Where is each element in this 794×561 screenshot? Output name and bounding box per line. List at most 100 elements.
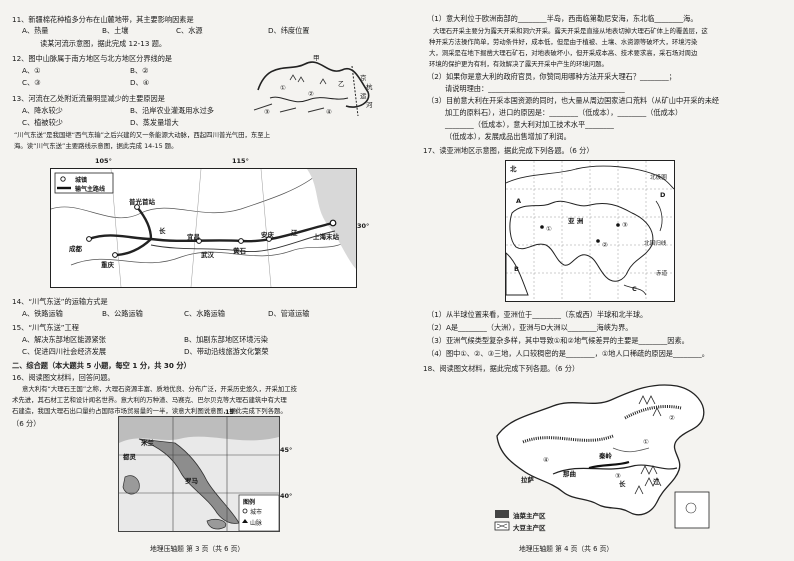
river-label-mountain-2: ② xyxy=(308,90,314,98)
q15-option-b: B、加剧东部地区环境污染 xyxy=(184,335,268,344)
river-char-chang: 长 xyxy=(159,227,166,235)
river-label-yi: 乙 xyxy=(338,80,345,88)
asia-label-d: D xyxy=(660,191,666,199)
italy-legend-mountain: 山脉 xyxy=(250,520,263,527)
page-3-footer: 地理压轴题 第 3 页（共 6 页） xyxy=(150,545,245,553)
china-region-2: ② xyxy=(669,414,675,422)
china-city-naqu: 那曲 xyxy=(563,470,576,478)
italy-legend-city: 城市 xyxy=(250,509,263,516)
legend-gas-line: 输气主路线 xyxy=(75,186,106,193)
q13-option-c: C、植被较少 xyxy=(22,118,63,127)
q17-part-4: （4）图中①、②、③三地，人口较稠密的是________，①地人口稀疏的原因是_… xyxy=(427,349,709,358)
q16-text-3: 大，洞采是在地下掘凿大理石矿石，对地表破坏小，但开采成本高、技术要求高，采石场对… xyxy=(429,49,698,57)
river-map: 甲 乙 ① ② ③ ④ 京 杭 运 河 xyxy=(250,50,390,122)
passage-line-2: 海。读“川气东送”主要路线示意图，据此完成 14-15 题。 xyxy=(14,142,178,150)
italy-lat-45: 45° xyxy=(280,446,293,454)
q17-part-2: （2）A是________（大洲），亚洲与D大洲以________海峡为界。 xyxy=(427,323,633,332)
q12-option-b: B、② xyxy=(130,66,149,75)
q14-option-c: C、水路运输 xyxy=(184,309,225,318)
asia-label: 亚 洲 xyxy=(568,217,584,225)
china-city-lhasa: 拉萨 xyxy=(521,476,534,484)
exam-page-3: 11、新疆棉花种植多分布在山麓地带，其主要影响因素是 A、热量 B、土壤 C、水… xyxy=(12,15,390,553)
q15-option-c: C、促进四川社会经济发展 xyxy=(22,347,107,356)
italy-lon-15: 15° xyxy=(225,408,238,416)
q16-part-3-line-1: （3）目前意大利在开采本国资源的同时，也大量从周边国家进口荒料（从矿山中开采的未… xyxy=(427,96,720,105)
italy-city-turin: 都灵 xyxy=(123,453,136,461)
q12-option-c: C、③ xyxy=(22,78,41,87)
q14-option-d: D、管道运输 xyxy=(268,309,310,318)
q14-option-a: A、铁路运输 xyxy=(22,309,63,318)
place-yichang: 宜昌 xyxy=(187,233,200,241)
place-wuhan: 武汉 xyxy=(201,251,214,259)
italy-lat-40: 40° xyxy=(280,492,293,500)
legend-city: 城镇 xyxy=(75,177,88,184)
q13-option-a: A、降水较少 xyxy=(22,106,63,115)
china-region-1: ① xyxy=(643,438,649,446)
q13-stem: 13、河流在乙处附近流量明显减少的主要原因是 xyxy=(12,94,165,103)
china-legend-rapeseed: 油菜主产区 xyxy=(513,512,546,520)
q17-part-1: （1）从半球位置来看，亚洲位于________（东或西）半球和北半球。 xyxy=(427,310,648,319)
q16-part-3-line-2: 加工的原料石），进口的原因是：________（低成本），________（低成… xyxy=(445,108,683,117)
q11-stem: 11、新疆棉花种植多分布在山麓地带，其主要影响因素是 xyxy=(12,15,194,24)
asia-label-b: B xyxy=(514,265,519,273)
place-anqing: 安庆 xyxy=(261,231,274,239)
china-region-4: ④ xyxy=(543,456,549,464)
gas-map-lon-105: 105° xyxy=(95,157,112,165)
italy-legend-title: 图例 xyxy=(243,499,256,506)
asia-equator: 赤道 xyxy=(656,271,668,277)
section-2-heading: 二、综合题（本大题共 5 小题，每空 1 分，共 30 分） xyxy=(12,361,191,370)
gas-pipeline-map: 城镇 输气主路线 普光首站 成都 重庆 宜昌 黄石 安庆 长 江 上海末站 武汉 xyxy=(50,168,357,288)
gas-map-lat-30: 30° xyxy=(357,222,370,230)
q16-material-3: 石建造，我国大理石出口量约占国际市场贸易量的一半，读意大利图说意图，据此完成下列… xyxy=(12,407,287,415)
china-legend-soybean: 大豆主产区 xyxy=(513,524,546,532)
q16-material-2: 术先进，其石材工艺和设计闻名世界。意大利的万种渣、马赛克、巴尔贝克等大理石建筑中… xyxy=(12,396,287,404)
asia-point-1: ① xyxy=(546,225,552,233)
place-huangshi: 黄石 xyxy=(233,247,246,255)
q14-option-b: B、公路运输 xyxy=(102,309,143,318)
china-qinling: 秦岭 xyxy=(599,452,612,460)
china-map: ① ② ③ ④ 拉萨 那曲 长 江 秦岭 油菜主产区 大豆主产区 xyxy=(493,378,729,534)
q16-part-3-line-4: （低成本），发展成品出售增加了利润。 xyxy=(445,132,571,141)
asia-label-c: C xyxy=(632,285,637,293)
italy-city-rome: 罗马 xyxy=(185,477,198,485)
china-river-jiang: 江 xyxy=(653,478,660,486)
china-river-chang: 长 xyxy=(619,480,626,488)
q15-option-d: D、带动沿线旅游文化繁荣 xyxy=(184,347,269,356)
q16-text-2: 种开采方法操作简单，劳动条件好，成本低，但是由于植被、土壤、水资源等破坏大，环境… xyxy=(429,38,698,46)
q16-part-2: （2）如果你是意大利的政府官员，你赞同用哪种方法开采大理石？________； xyxy=(427,72,676,81)
q18-heading: 18、阅读图文材料，据此完成下列各题。（6 分） xyxy=(423,364,580,373)
place-puguang: 普光首站 xyxy=(129,198,155,206)
q14-stem: 14、“川气东送”的运输方式是 xyxy=(12,297,108,306)
q17-heading: 17、读亚洲地区示意图，据此完成下列各题。（6 分） xyxy=(423,146,594,155)
q16-score: （6 分） xyxy=(12,419,41,428)
q16-text-1: 大理石开采主要分为露天开采和洞穴开采。露天开采是直接从地表切掉大理石矿体上的覆盖… xyxy=(433,27,708,35)
q12-option-a: A、① xyxy=(22,66,41,75)
asia-map: 亚 洲 A B C D ① ② ③ 北极圈 北回归线 赤道 北 xyxy=(505,160,675,302)
q13-option-d: D、蒸发量增大 xyxy=(130,118,179,127)
canal-label-yun: 运 xyxy=(360,92,367,100)
place-shanghai: 上海末站 xyxy=(313,233,339,241)
canal-label-hang: 杭 xyxy=(366,83,373,91)
italy-city-milan: 米兰 xyxy=(141,439,154,447)
q16-material-1: 意大利有“大理石王国”之称，大理石资源丰富、质地优良、分布广泛，开采历史悠久，开… xyxy=(22,385,298,393)
q11-option-a: A、热量 xyxy=(22,26,49,35)
asia-point-3: ③ xyxy=(622,221,628,229)
passage-line-1: “川气东送”是我国继“西气东输”之后兴建的又一条能源大动脉，西起四川普光气田，东… xyxy=(14,131,271,139)
asia-north-arrow: 北 xyxy=(510,165,517,173)
asia-label-a: A xyxy=(516,197,522,205)
q12-option-d: D、④ xyxy=(130,78,150,87)
q11-option-d: D、纬度位置 xyxy=(268,26,310,35)
gas-map-lon-115: 115° xyxy=(232,157,249,165)
place-chengdu: 成都 xyxy=(69,245,82,253)
q16-part-1: （1）意大利位于欧洲南部的________半岛，西南临第勒尼安海，东北临____… xyxy=(427,14,698,23)
river-label-mountain-1: ① xyxy=(280,84,286,92)
q16-part-2-reason: 请说明理由：__________________________________… xyxy=(445,84,625,93)
q16-heading: 16、阅读图文材料，回答问题。 xyxy=(12,373,115,382)
asia-point-2: ② xyxy=(602,241,608,249)
exam-page-4: （1）意大利位于欧洲南部的________半岛，西南临第勒尼安海，东北临____… xyxy=(397,0,794,561)
canal-label-he: 河 xyxy=(366,101,373,109)
canal-label-jing: 京 xyxy=(360,74,367,82)
q11-option-b: B、土壤 xyxy=(102,26,129,35)
q12-13-intro: 读某河流示意图，据此完成 12-13 题。 xyxy=(40,39,167,48)
place-chongqing: 重庆 xyxy=(101,261,114,269)
